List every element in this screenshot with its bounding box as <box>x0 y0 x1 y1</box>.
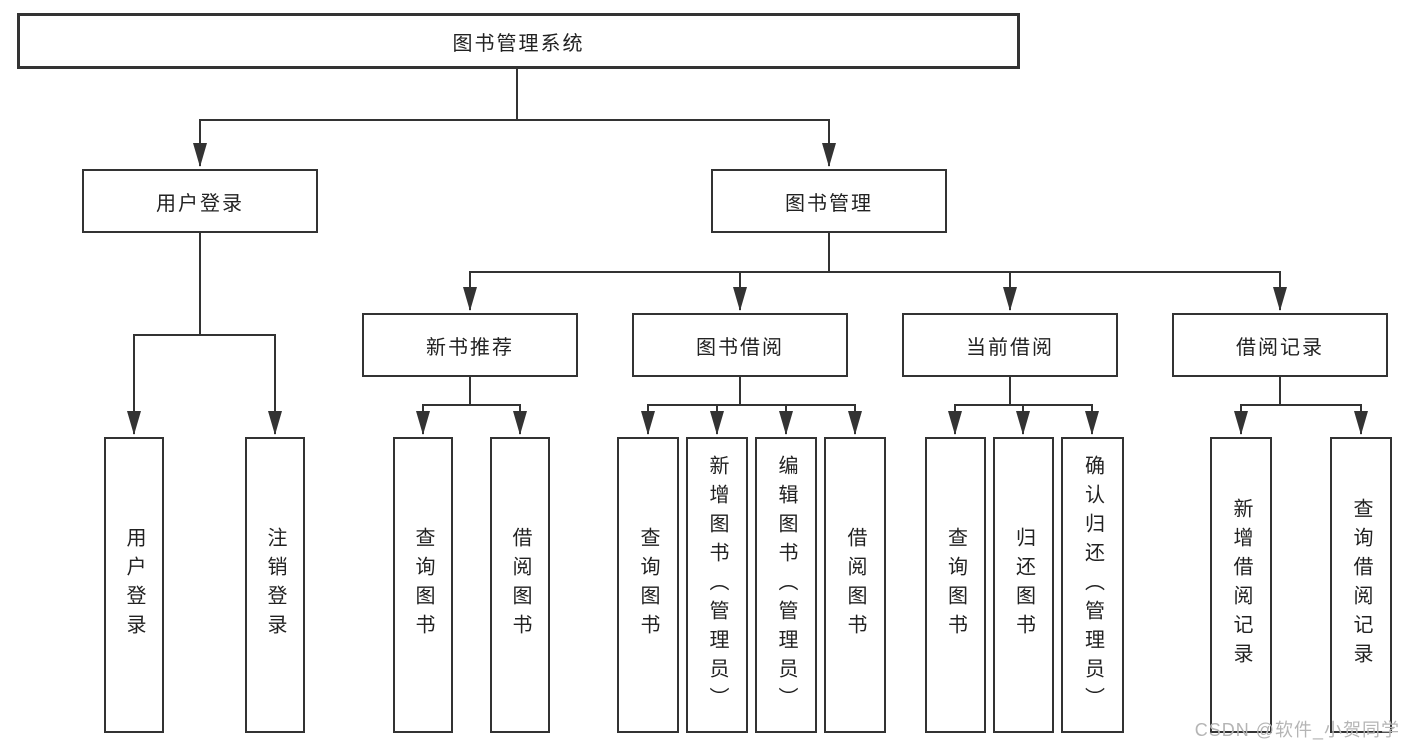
node-label: 当前借阅 <box>966 336 1054 359</box>
leaf-query-books-1: 查询图书 <box>393 437 453 733</box>
csdn-watermark: CSDN @软件_小贺同学 <box>1194 720 1400 740</box>
node-label: 查询借阅记录 <box>1350 498 1372 672</box>
node-borrow-records: 借阅记录 <box>1172 313 1388 377</box>
leaf-query-books-3: 查询图书 <box>925 437 986 733</box>
leaf-add-book-admin: 新增图书（管理员） <box>686 437 748 733</box>
node-label: 图书管理系统 <box>452 32 585 55</box>
node-new-book-recommend: 新书推荐 <box>362 313 578 377</box>
leaf-logout: 注销登录 <box>245 437 305 733</box>
node-label: 归还图书 <box>1012 527 1035 643</box>
node-label: 借阅图书 <box>844 527 866 643</box>
node-label: 新书推荐 <box>426 336 514 359</box>
node-label: 用户登录 <box>123 527 145 643</box>
leaf-confirm-return-admin: 确认归还（管理员） <box>1061 437 1124 733</box>
node-label: 新增图书（管理员） <box>706 454 728 716</box>
leaf-query-books-2: 查询图书 <box>617 437 679 733</box>
node-book-borrow: 图书借阅 <box>632 313 848 377</box>
leaf-query-borrow-record: 查询借阅记录 <box>1330 437 1392 733</box>
node-label: 查询图书 <box>944 527 967 643</box>
leaf-user-login: 用户登录 <box>104 437 164 733</box>
node-label: 查询图书 <box>412 527 434 643</box>
node-current-borrow: 当前借阅 <box>902 313 1118 377</box>
node-label: 确认归还（管理员） <box>1081 454 1104 716</box>
node-label: 借阅记录 <box>1236 336 1324 359</box>
node-label: 图书借阅 <box>696 336 784 359</box>
node-label: 查询图书 <box>637 527 659 643</box>
node-library-management-system: 图书管理系统 <box>17 13 1020 69</box>
node-label: 注销登录 <box>264 527 286 643</box>
leaf-borrow-books-1: 借阅图书 <box>490 437 550 733</box>
node-book-management: 图书管理 <box>711 169 947 233</box>
node-label: 编辑图书（管理员） <box>775 454 797 716</box>
leaf-return-book: 归还图书 <box>993 437 1054 733</box>
node-label: 用户登录 <box>156 192 244 215</box>
node-label: 借阅图书 <box>509 527 531 643</box>
leaf-borrow-books-2: 借阅图书 <box>824 437 886 733</box>
node-label: 新增借阅记录 <box>1230 498 1252 672</box>
node-label: 图书管理 <box>785 192 873 215</box>
node-user-login: 用户登录 <box>82 169 318 233</box>
leaf-add-borrow-record: 新增借阅记录 <box>1210 437 1272 733</box>
leaf-edit-book-admin: 编辑图书（管理员） <box>755 437 817 733</box>
